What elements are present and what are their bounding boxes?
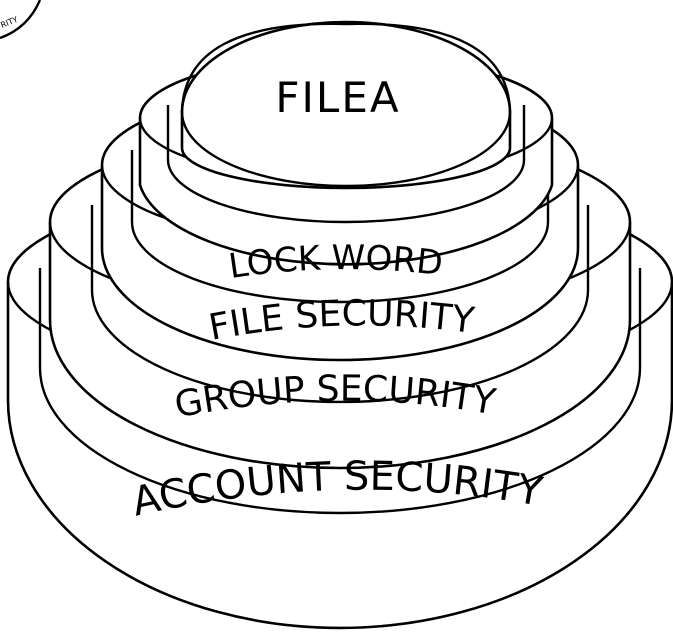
corner-seal-text: RITY <box>0 15 19 30</box>
corner-seal-fragment: RITY <box>0 0 42 40</box>
core-filea-cylinder <box>180 20 512 190</box>
core-label: FILEA <box>275 73 400 122</box>
